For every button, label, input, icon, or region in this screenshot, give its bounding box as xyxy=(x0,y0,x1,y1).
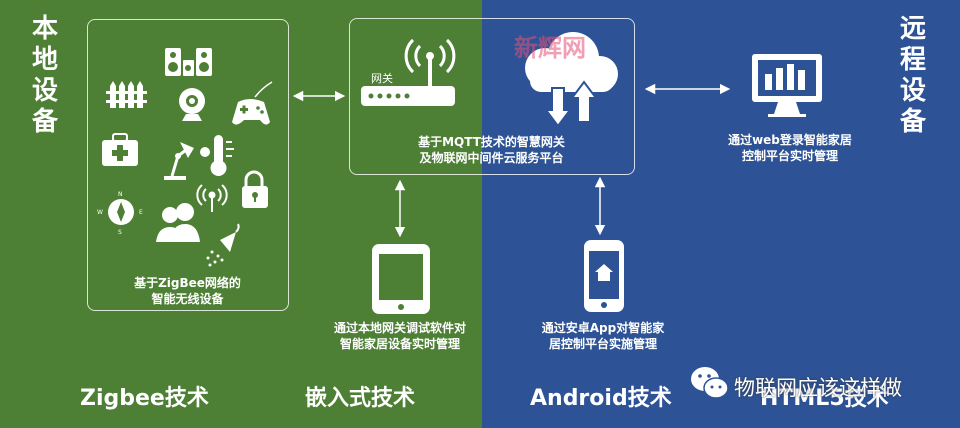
monitor-chart-icon xyxy=(752,54,822,117)
wechat-logo xyxy=(691,367,729,399)
desk-lamp-icon xyxy=(164,142,194,180)
thermometer-icon xyxy=(200,135,234,176)
svg-text:E: E xyxy=(139,209,143,216)
watermark: 新辉网 xyxy=(514,34,586,62)
speaker-icon xyxy=(165,48,212,76)
bottom-label-android: Android技术 xyxy=(530,386,672,411)
shower-icon xyxy=(206,223,240,267)
users-icon xyxy=(156,203,200,242)
bottom-label-embedded: 嵌入式技术 xyxy=(305,386,416,411)
svg-text:W: W xyxy=(97,209,103,216)
web-caption: 通过web登录智能家居控制平台实时管理 xyxy=(728,133,852,163)
gamepad-icon xyxy=(232,81,273,125)
svg-text:S: S xyxy=(118,229,122,236)
compass-icon: N S W E xyxy=(97,191,143,236)
zigbee-devices-box xyxy=(87,19,289,311)
phone-caption: 通过安卓App对智能家居控制平台实施管理 xyxy=(541,321,665,351)
router-icon xyxy=(361,38,456,106)
zigbee-caption: 基于ZigBee网络的智能无线设备 xyxy=(134,276,241,306)
bottom-label-html5: HTML5技术 xyxy=(760,386,889,411)
local-devices-label: 本地设备 xyxy=(31,14,58,137)
signal-tower-icon xyxy=(196,184,228,212)
tablet-caption: 通过本地网关调试软件对智能家居设备实时管理 xyxy=(333,321,466,351)
fence-icon xyxy=(106,81,147,108)
first-aid-icon xyxy=(102,133,138,166)
gateway-cloud-box xyxy=(349,18,635,175)
remote-devices-label: 远程设备 xyxy=(899,14,926,137)
phone-icon xyxy=(584,240,624,312)
cloud-sync-icon xyxy=(525,32,618,128)
gateway-label: 网关 xyxy=(371,72,393,85)
webcam-icon xyxy=(179,88,205,121)
bottom-label-zigbee: Zigbee技术 xyxy=(80,386,209,411)
padlock-icon xyxy=(242,170,268,208)
tablet-icon xyxy=(372,244,430,314)
gateway-caption: 基于MQTT技术的智慧网关及物联网中间件云服务平台 xyxy=(418,135,565,165)
wechat-account-name: 物联网应该这样做 xyxy=(734,376,902,400)
svg-text:N: N xyxy=(118,191,123,198)
